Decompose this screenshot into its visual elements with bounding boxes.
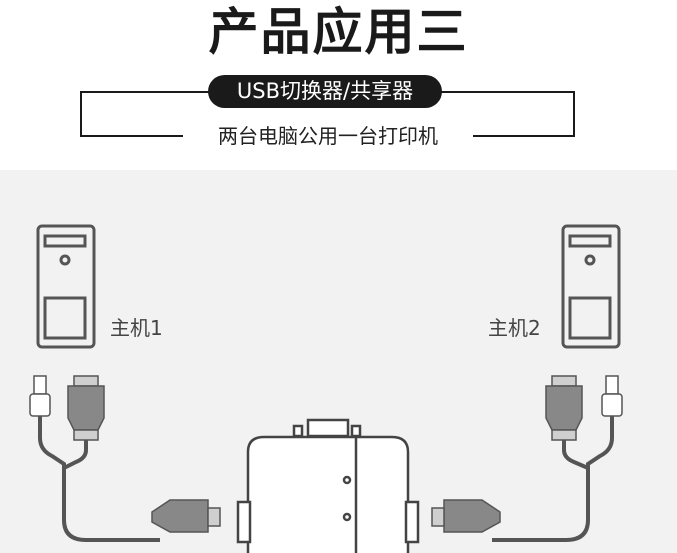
serial-connector-icon [151, 499, 221, 533]
host-label: 主机2 [488, 316, 541, 340]
host-label: 主机1 [110, 316, 163, 340]
usb-switch-box-icon [236, 418, 420, 553]
subtitle: 两台电脑公用一台打印机 [183, 122, 473, 150]
computer-tower-icon [36, 224, 96, 349]
serial-connector-icon [545, 375, 583, 441]
bracket-frame [80, 91, 575, 137]
usb-plug-icon [601, 375, 623, 417]
badge-label: USB切换器/共享器 [208, 75, 442, 108]
serial-connector-icon [67, 375, 105, 441]
computer-tower-icon [561, 224, 621, 349]
usb-plug-icon [29, 375, 51, 417]
serial-connector-icon [431, 499, 501, 533]
page-title: 产品应用三 [208, 3, 469, 61]
